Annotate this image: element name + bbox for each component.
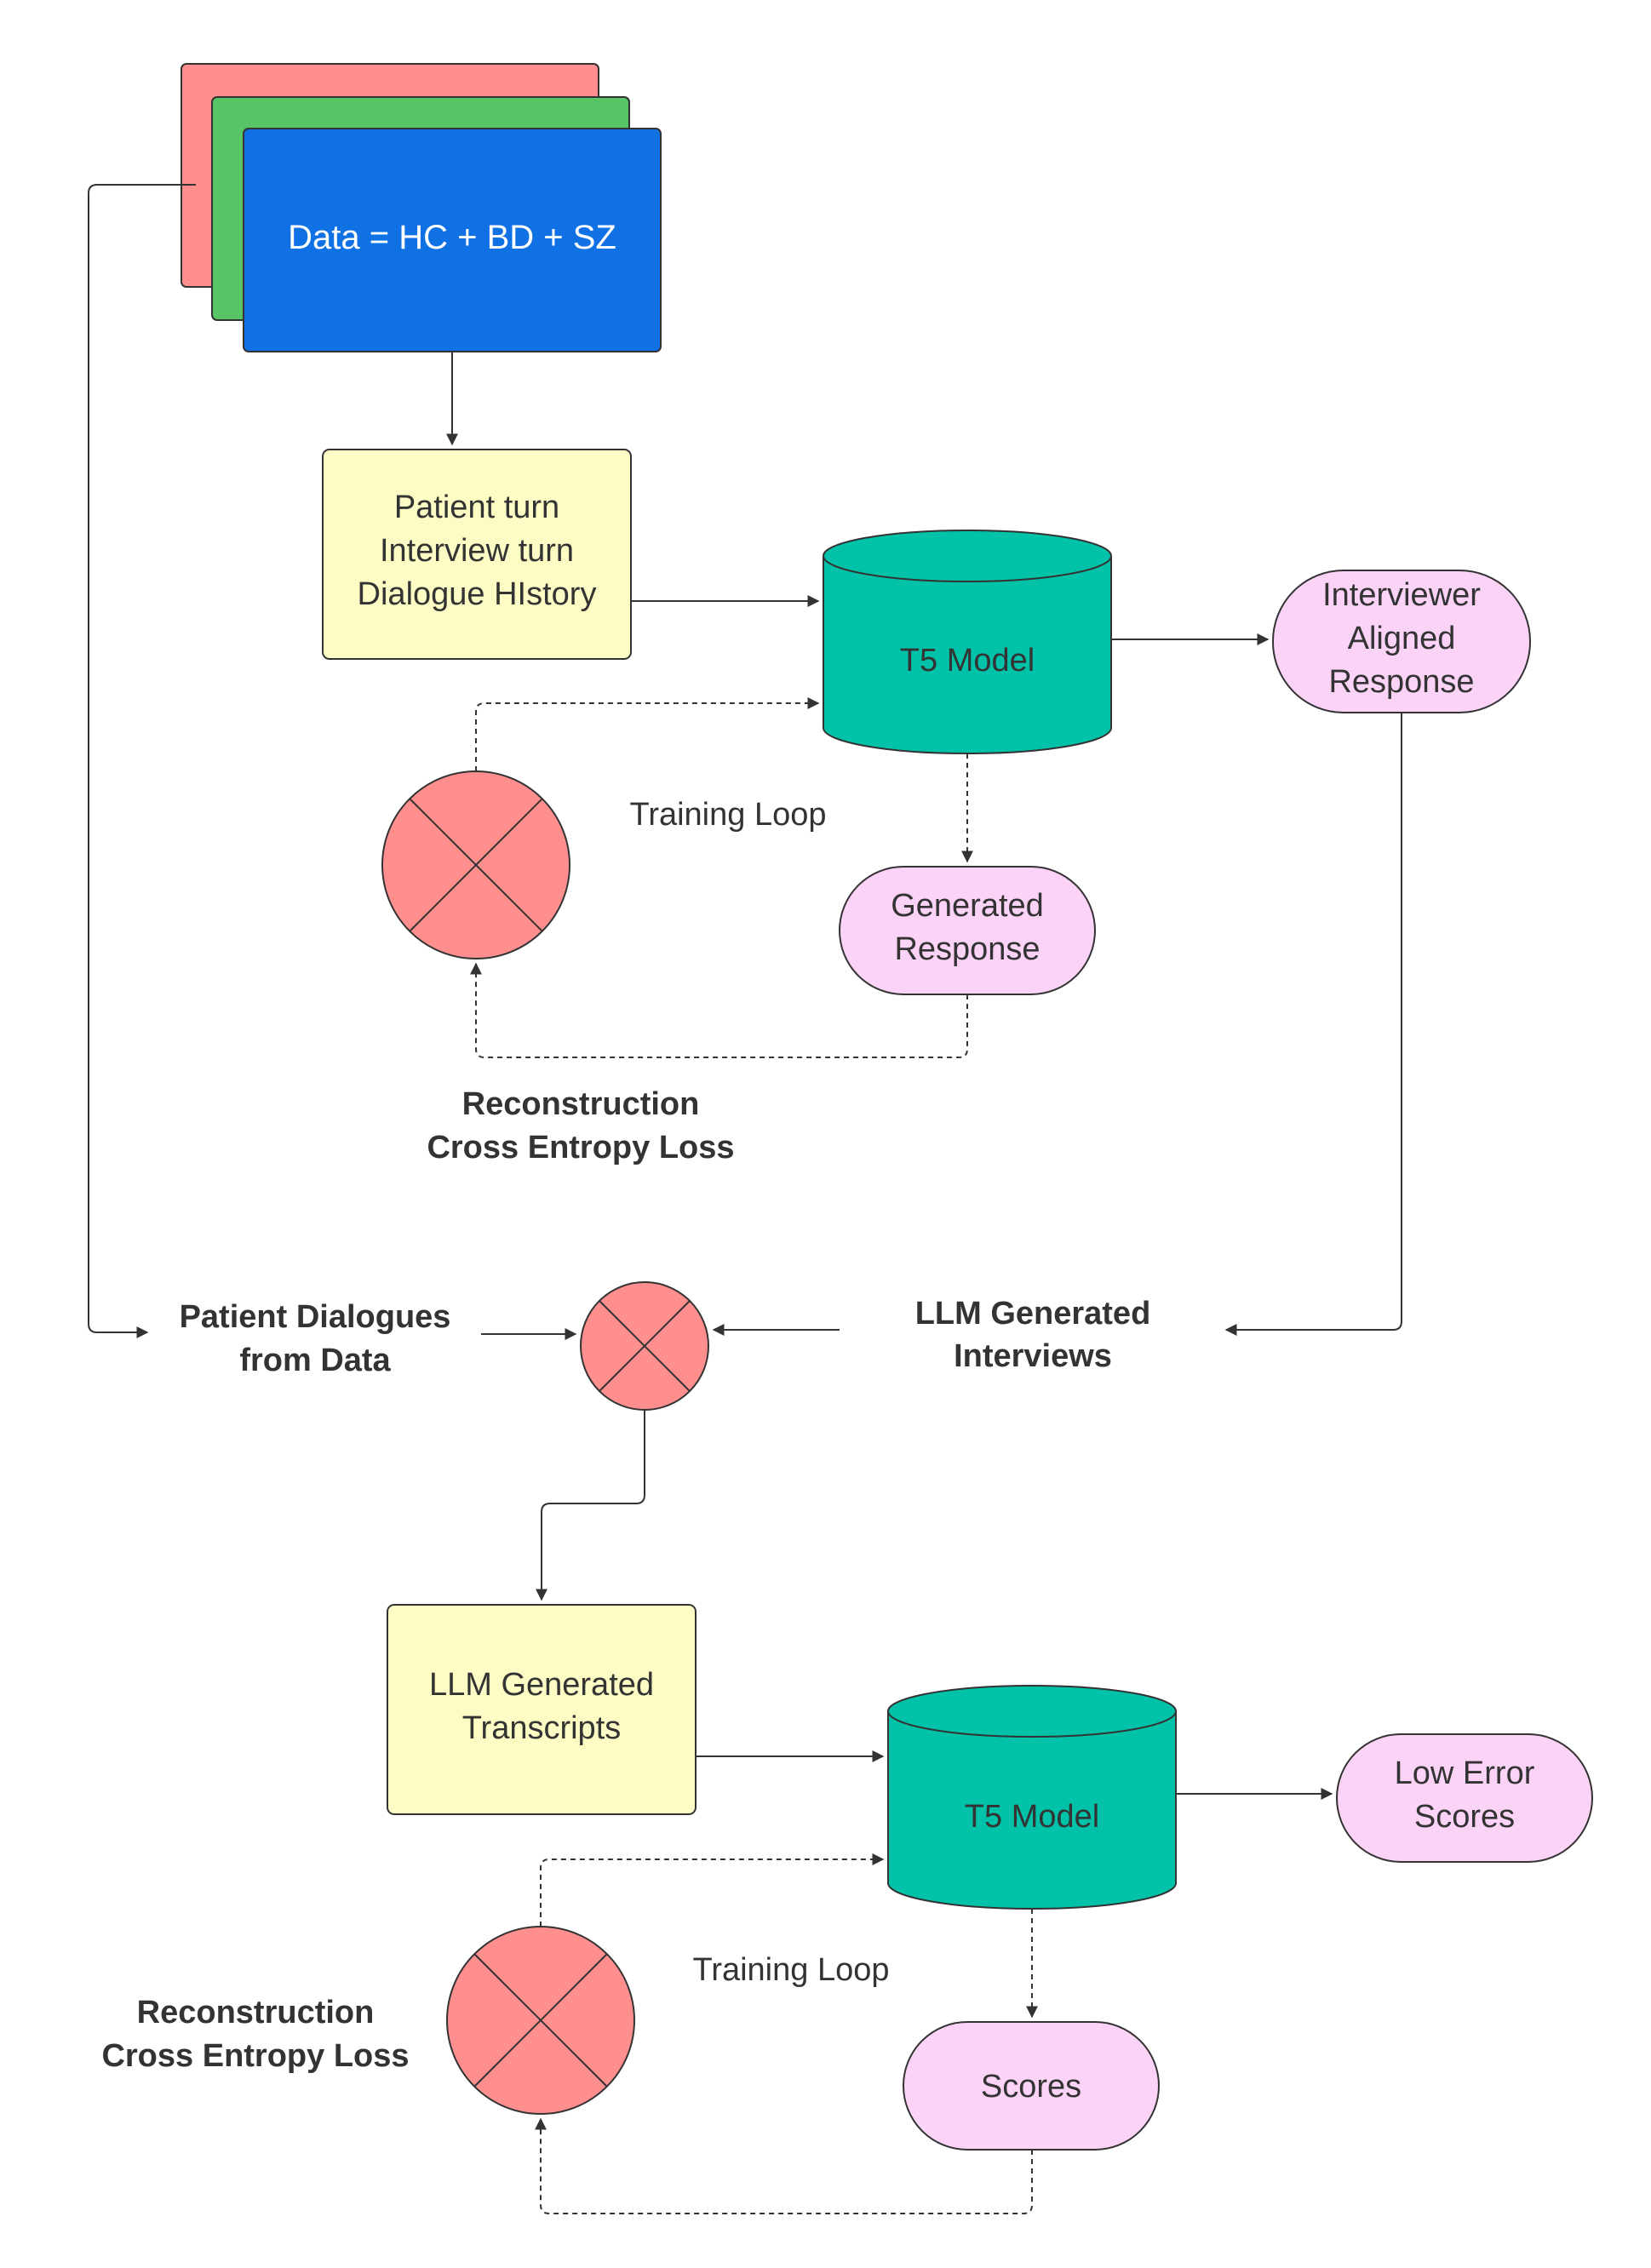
bottom-loss-label-line-1: Reconstruction xyxy=(137,1995,375,2030)
edge-loss-to-bottom-model xyxy=(540,1853,885,1927)
data-stack-label: Data = HC + BD + SZ xyxy=(288,219,616,256)
llm-interviews-line-1: LLM Generated xyxy=(915,1296,1151,1332)
top-loss-label-line-2: Cross Entropy Loss xyxy=(427,1130,734,1166)
top-input-box: Patient turn Interview turn Dialogue HIs… xyxy=(322,449,632,660)
edge-scores-to-loss xyxy=(535,2117,1033,2214)
edge-data-to-patient-dialogues xyxy=(88,184,196,1338)
edge-merge-to-bottom-input xyxy=(536,1410,645,1601)
top-input-line-3: Dialogue HIstory xyxy=(358,576,597,612)
bottom-loss-circle xyxy=(446,1926,635,2115)
bottom-input-box: LLM Generated Transcripts xyxy=(387,1604,697,1815)
top-t5-model-label: T5 Model xyxy=(900,643,1035,679)
bottom-input-line-1: LLM Generated xyxy=(429,1667,654,1703)
top-input-line-1: Patient turn xyxy=(394,490,559,525)
edge-aligned-to-llm-interviews xyxy=(1224,713,1402,1336)
bottom-scores-pill: Scores xyxy=(903,2021,1160,2151)
generated-response-line-2: Response xyxy=(894,931,1040,967)
top-t5-model-cylinder: T5 Model xyxy=(823,530,1112,754)
aligned-response-line-1: Interviewer xyxy=(1322,577,1481,613)
data-stack: Data = HC + BD + SZ xyxy=(181,63,662,352)
bottom-input-line-2: Transcripts xyxy=(462,1710,622,1746)
merge-circle xyxy=(580,1281,709,1411)
bottom-low-error-pill: Low Error Scores xyxy=(1336,1733,1593,1863)
bottom-training-loop-label: Training Loop xyxy=(693,1952,890,1988)
patient-dialogues-line-1: Patient Dialogues xyxy=(180,1299,451,1335)
top-loss-circle xyxy=(381,770,570,959)
bottom-t5-model-label: T5 Model xyxy=(965,1799,1099,1835)
connectors xyxy=(88,184,1402,2214)
llm-interviews-line-2: Interviews xyxy=(954,1338,1112,1374)
bottom-t5-model-cylinder: T5 Model xyxy=(887,1685,1177,1910)
low-error-line-1: Low Error xyxy=(1395,1755,1535,1791)
aligned-response-line-3: Response xyxy=(1328,664,1474,700)
aligned-response-line-2: Aligned xyxy=(1348,621,1456,656)
bottom-loss-label-line-2: Cross Entropy Loss xyxy=(101,2038,409,2074)
top-aligned-response-pill: Interviewer Aligned Response xyxy=(1272,570,1531,713)
edge-generated-to-loss xyxy=(470,962,968,1058)
patient-dialogues-line-2: from Data xyxy=(239,1343,391,1378)
top-input-line-2: Interview turn xyxy=(380,533,574,569)
edge-loss-to-top-model xyxy=(475,697,820,771)
low-error-line-2: Scores xyxy=(1414,1799,1515,1835)
generated-response-line-1: Generated xyxy=(891,888,1044,924)
scores-label: Scores xyxy=(981,2069,1081,2105)
top-loss-label-line-1: Reconstruction xyxy=(462,1086,700,1122)
top-generated-response-pill: Generated Response xyxy=(839,866,1096,995)
top-training-loop-label: Training Loop xyxy=(630,797,827,833)
